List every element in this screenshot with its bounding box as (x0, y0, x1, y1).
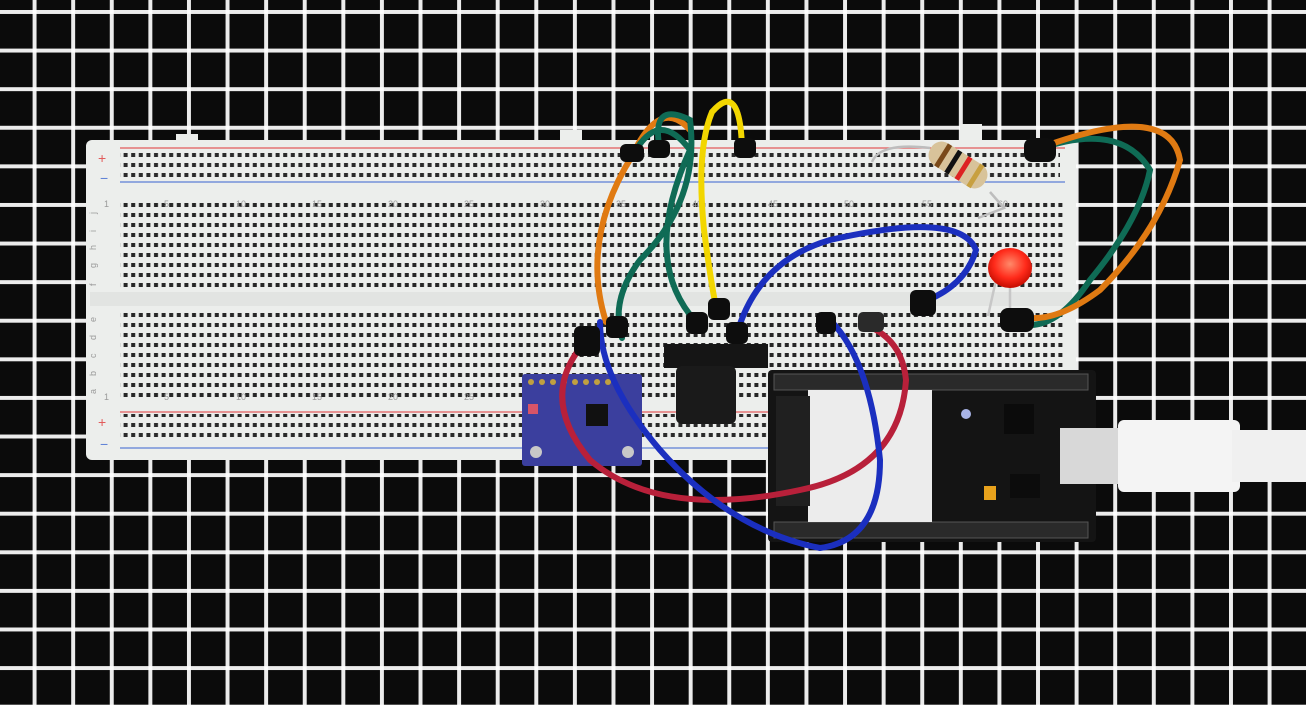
usb-cable (1060, 420, 1306, 492)
col-num: 20 (388, 392, 398, 402)
row-letter: j (88, 212, 98, 215)
wire-green-right (1007, 135, 1154, 328)
row-letter: b (88, 371, 98, 376)
column-numbers-bottom: 1 5 10 15 20 25 (104, 392, 474, 402)
wire-orange-right (1027, 123, 1184, 322)
center-channel (90, 292, 1072, 306)
wire-yellow (698, 98, 745, 309)
col-num: 20 (388, 199, 398, 209)
jumper-wires (559, 98, 1184, 552)
esp32-board (768, 370, 1096, 542)
col-num: 45 (768, 199, 778, 209)
rail-minus-top: − (100, 170, 108, 186)
col-num: 55 (922, 199, 932, 209)
row-letter: e (88, 317, 98, 322)
row-letter: i (88, 230, 98, 232)
row-letter: a (88, 389, 98, 394)
col-num: 50 (844, 199, 854, 209)
col-num: 1 (104, 199, 109, 209)
top-power-rail (120, 147, 1065, 183)
row-letter: h (88, 245, 98, 250)
col-num: 25 (464, 392, 474, 402)
col-num: 10 (236, 199, 246, 209)
wire-connectors (574, 138, 1056, 356)
wire-red (559, 323, 910, 503)
terminal-strip-top (120, 200, 1065, 288)
wire-green-left (615, 111, 695, 341)
mpu6050-module (522, 374, 642, 466)
column-numbers-top: 1 5 10 15 20 25 30 35 40 45 50 55 60 (104, 199, 1008, 209)
col-num: 15 (312, 199, 322, 209)
col-num: 5 (164, 199, 169, 209)
wire-green-left-2 (633, 127, 699, 325)
wire-blue-top (735, 224, 980, 333)
col-num: 40 (692, 199, 702, 209)
wire-blue-bottom (597, 317, 884, 552)
row-letters-left: j i h g f e d c b a (88, 212, 98, 394)
col-num: 35 (616, 199, 626, 209)
row-letter: g (88, 263, 98, 268)
col-num: 30 (540, 199, 550, 209)
rail-minus-bottom: − (100, 436, 108, 452)
col-num: 1 (104, 392, 109, 402)
row-letter: d (88, 335, 98, 340)
row-letter: f (88, 283, 98, 286)
rail-plus-bottom: + (98, 414, 106, 430)
col-num: 5 (164, 392, 169, 402)
col-num: 15 (312, 392, 322, 402)
resistor (870, 141, 1007, 220)
buzzer (664, 344, 768, 424)
row-letter: c (88, 353, 98, 358)
col-num: 25 (464, 199, 474, 209)
col-num: 60 (998, 199, 1008, 209)
rail-plus-top: + (98, 150, 106, 166)
col-num: 10 (236, 392, 246, 402)
